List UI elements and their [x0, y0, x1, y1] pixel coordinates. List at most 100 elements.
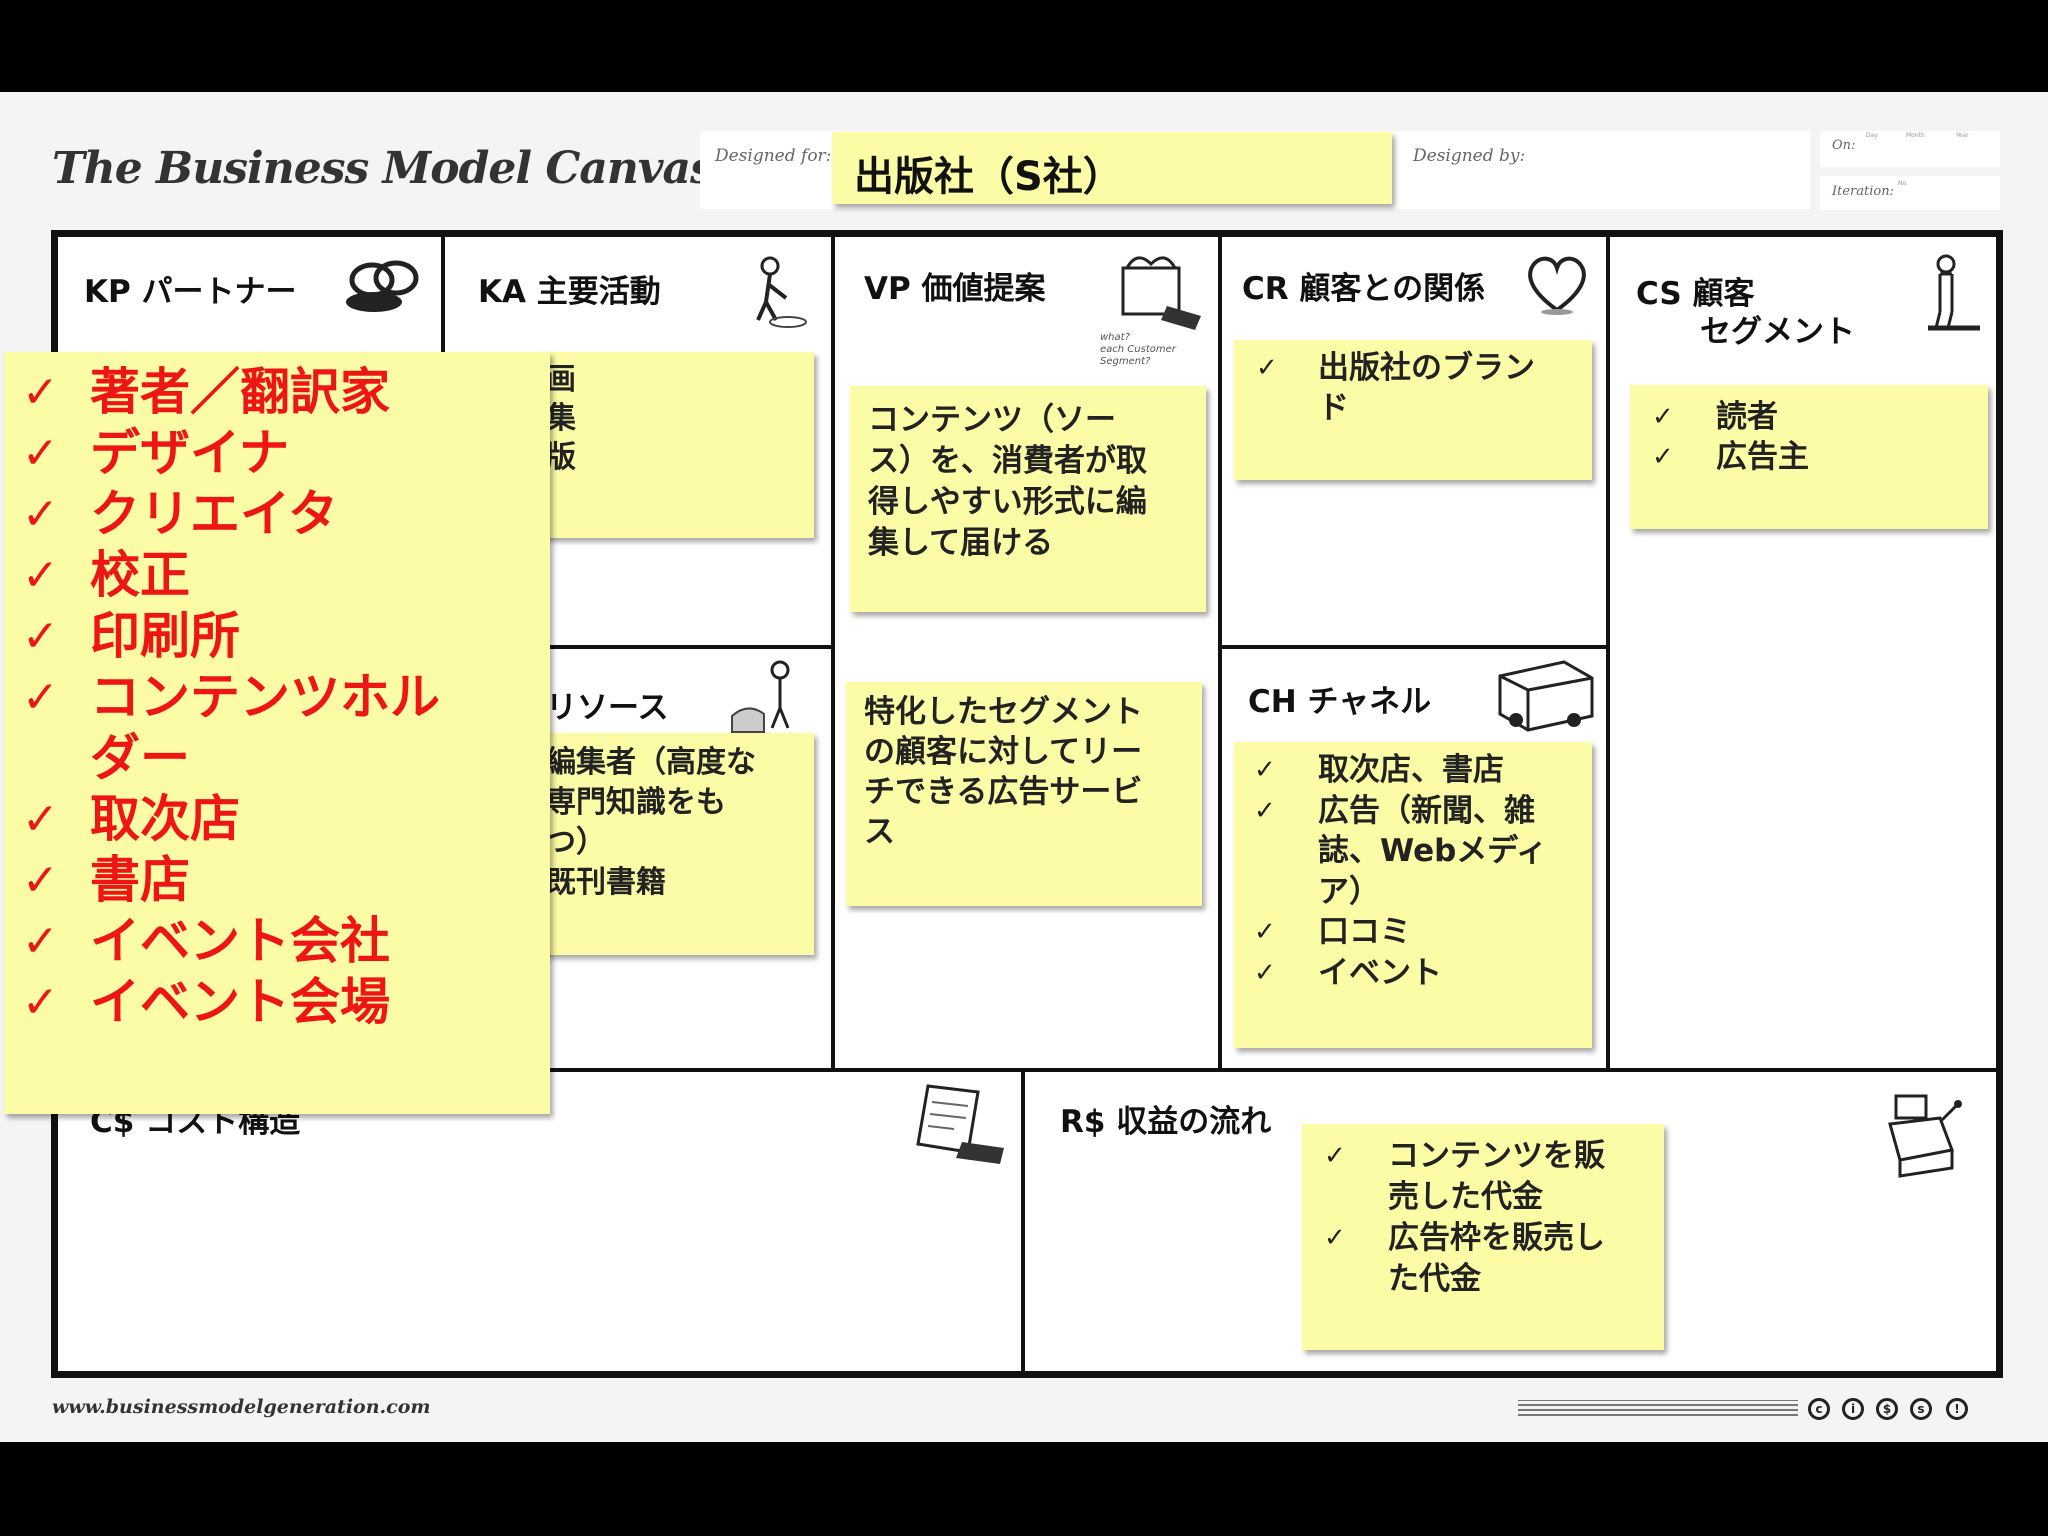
- kp-note-item: ✓イベント会場: [22, 973, 390, 1031]
- check-icon: ✓: [1256, 353, 1278, 383]
- divider-ka-kr: [441, 645, 835, 649]
- designed-for-value: 出版社（S社）: [854, 154, 1123, 200]
- ch-note-item: ✓イベント: [1234, 953, 1592, 994]
- kr-note-item: つ）: [546, 825, 606, 860]
- kp-note-item: ✓書店: [22, 851, 190, 909]
- ch-note-item: ア）: [1318, 873, 1380, 910]
- designed-for-label: Designed for:: [715, 146, 832, 166]
- month-label: Month: [1906, 132, 1925, 139]
- person-icon: [1928, 254, 1980, 331]
- block-label-rev: R$ 収益の流れ: [1060, 1104, 1272, 1140]
- kr-note: 編集者（高度な 専門知識をも つ） 既刊書籍: [540, 733, 814, 955]
- vp-note-1-line: ス）を、消費者が取: [868, 443, 1147, 479]
- rev-note-item: た代金: [1388, 1261, 1481, 1297]
- rev-note-item: ✓広告枠を販売し: [1302, 1218, 1664, 1259]
- by-icon: i: [1842, 1398, 1864, 1420]
- block-label-ka: KA 主要活動: [478, 274, 661, 310]
- block-label-vp: VP 価値提案: [864, 271, 1046, 307]
- truck-icon: [1498, 660, 1594, 732]
- check-icon: ✓: [1324, 1141, 1346, 1171]
- kp-note-item: ✓校正: [22, 546, 190, 604]
- kp-note-item: ✓取次店: [22, 790, 240, 848]
- check-icon: ✓: [22, 855, 59, 906]
- check-icon: ✓: [22, 489, 59, 540]
- designed-by-label: Designed by:: [1413, 146, 1526, 166]
- vp-note-2: 特化したセグメント の顧客に対してリー チできる広告サービ ス: [846, 682, 1202, 906]
- block-label-cs-1: CS 顧客: [1636, 276, 1755, 312]
- cs-note-item: ✓広告主: [1652, 439, 1809, 475]
- factory-worker-icon: [731, 660, 790, 733]
- divider-bottom: [58, 1068, 1996, 1072]
- iteration-box[interactable]: [1820, 176, 2000, 210]
- rev-note: ✓コンテンツを販 売した代金 ✓広告枠を販売し た代金: [1302, 1124, 1664, 1350]
- vp-note-2-line: ス: [864, 814, 895, 850]
- designed-by-box[interactable]: [1400, 131, 1810, 209]
- cc-icon: c: [1808, 1398, 1830, 1420]
- canvas-title: The Business Model Canvas: [52, 143, 715, 194]
- chain-links-icon: [346, 260, 419, 312]
- vp-note-2-line: 特化したセグメント: [864, 694, 1143, 730]
- worker-icon: [756, 256, 807, 328]
- designed-for-note: 出版社（S社）: [832, 132, 1392, 204]
- kp-note: ✓著者／翻訳家 ✓デザイナ ✓クリエイタ ✓校正 ✓印刷所 ✓コンテンツホル ダ…: [4, 352, 550, 1114]
- cs-note: ✓読者 ✓広告主: [1630, 385, 1988, 529]
- divider-cr-cs: [1606, 236, 1610, 1070]
- license-fine-print: [1518, 1400, 1798, 1416]
- day-label: Day: [1866, 132, 1878, 139]
- kr-note-item: 専門知識をも: [546, 785, 726, 820]
- check-icon: ✓: [22, 367, 59, 418]
- cash-register-icon: [1888, 1094, 1962, 1178]
- check-icon: ✓: [22, 550, 59, 601]
- kp-note-item: ダー: [90, 729, 190, 787]
- nc-icon: $: [1876, 1398, 1898, 1420]
- vp-hint: what? each Customer Segment?: [1100, 332, 1176, 367]
- ch-note: ✓取次店、書店 ✓広告（新聞、雑 誌、Webメディ ア） ✓口コミ ✓イベント: [1234, 742, 1592, 1048]
- block-label-cs-2: セグメント: [1700, 314, 1855, 350]
- divider-cost-rev: [1021, 1068, 1025, 1374]
- rev-note-item: ✓コンテンツを販: [1302, 1136, 1664, 1177]
- check-icon: ✓: [1254, 755, 1276, 785]
- ka-note-item: 画: [546, 362, 576, 397]
- footer-url[interactable]: www.businessmodelgeneration.com: [52, 1396, 431, 1418]
- gift-box-icon: [1121, 256, 1201, 330]
- kp-note-item: ✓イベント会社: [22, 912, 390, 970]
- kr-note-item: 既刊書籍: [546, 865, 666, 900]
- check-icon: ✓: [1652, 442, 1674, 472]
- block-label-kr: リソース: [546, 690, 669, 726]
- check-icon: ✓: [1254, 795, 1276, 826]
- cr-note-item: ✓出版社のブラン: [1256, 350, 1535, 386]
- check-icon: ✓: [1652, 402, 1674, 432]
- check-icon: ✓: [22, 977, 59, 1028]
- year-label: Year: [1956, 132, 1969, 139]
- sa-icon: s: [1910, 1398, 1932, 1420]
- check-icon: ✓: [1254, 917, 1276, 947]
- divider-ka-vp: [831, 236, 835, 1070]
- vp-note-1-line: コンテンツ（ソー: [868, 402, 1116, 438]
- check-icon: ✓: [1254, 957, 1276, 988]
- ch-note-item: ✓広告（新聞、雑: [1234, 791, 1592, 832]
- check-icon: ✓: [22, 916, 59, 967]
- vp-note-2-line: の顧客に対してリー: [864, 734, 1143, 770]
- ka-note: 画 集 版: [540, 352, 814, 538]
- kp-note-item: ✓印刷所: [22, 607, 240, 665]
- ch-note-item: ✓取次店、書店: [1234, 750, 1592, 791]
- kp-note-item: ✓デザイナ: [22, 424, 289, 482]
- vp-note-1-line: 得しやすい形式に編: [868, 484, 1147, 520]
- kp-note-item: ✓著者／翻訳家: [22, 363, 390, 421]
- vp-note-2-line: チできる広告サービ: [864, 774, 1143, 810]
- info-icon: !: [1946, 1398, 1968, 1420]
- kr-note-item: 編集者（高度な: [546, 745, 756, 780]
- no-label: No.: [1898, 180, 1908, 187]
- on-label: On:: [1832, 138, 1856, 153]
- check-icon: ✓: [1324, 1223, 1346, 1253]
- vp-note-1: コンテンツ（ソー ス）を、消費者が取 得しやすい形式に編 集して届ける: [850, 386, 1206, 612]
- block-label-cr: CR 顧客との関係: [1242, 271, 1486, 307]
- ka-note-item: 集: [546, 401, 576, 436]
- check-icon: ✓: [22, 672, 59, 723]
- heart-icon: [1528, 256, 1586, 315]
- kp-note-item: ✓コンテンツホル: [22, 668, 440, 726]
- divider-cr-ch: [1218, 645, 1610, 649]
- block-label-ch: CH チャネル: [1248, 684, 1432, 720]
- check-icon: ✓: [22, 428, 59, 479]
- on-box[interactable]: [1820, 131, 2000, 167]
